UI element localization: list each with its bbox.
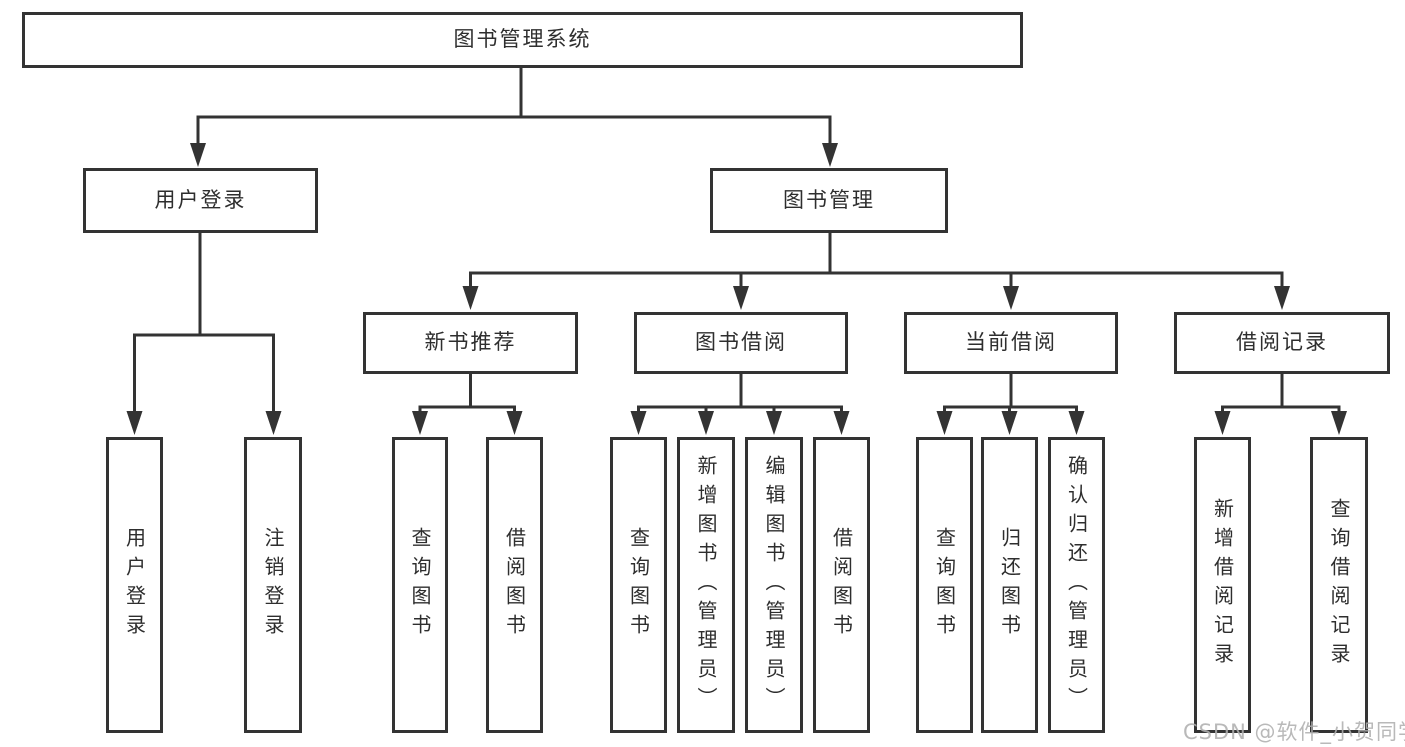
node-current-borrow: 当前借阅 — [904, 312, 1118, 374]
leaf-borrow-books: 借阅图书 — [813, 437, 870, 733]
leaf-logout: 注销登录 — [244, 437, 302, 733]
connector-book-management-fan — [462, 230, 1290, 310]
connector-book-borrow-fan — [630, 371, 850, 435]
leaf-user-login: 用户登录 — [106, 437, 163, 733]
leaf-query-books-current: 查询图书 — [916, 437, 973, 733]
connector-borrow-records-fan — [1214, 371, 1347, 435]
connector-root-to-level2 — [190, 66, 838, 167]
leaf-add-borrow-record: 新增借阅记录 — [1194, 437, 1251, 733]
node-user-login: 用户登录 — [83, 168, 318, 233]
leaf-confirm-return-admin: 确认归还（管理员） — [1048, 437, 1105, 733]
connector-user-login-fan — [126, 230, 282, 435]
leaf-query-borrow-record: 查询借阅记录 — [1310, 437, 1368, 733]
leaf-return-book: 归还图书 — [981, 437, 1038, 733]
csdn-watermark: CSDN @软件_小贺同学 — [1183, 720, 1405, 744]
node-book-management: 图书管理 — [710, 168, 948, 233]
node-new-book-recommend: 新书推荐 — [363, 312, 578, 374]
node-book-borrow: 图书借阅 — [634, 312, 848, 374]
leaf-borrow-books-recommend: 借阅图书 — [486, 437, 543, 733]
leaf-query-books-borrow: 查询图书 — [610, 437, 667, 733]
connector-current-borrow-fan — [936, 371, 1085, 435]
connector-new-book-recommend-fan — [412, 371, 523, 435]
leaf-edit-book-admin: 编辑图书（管理员） — [745, 437, 803, 733]
leaf-add-book-admin: 新增图书（管理员） — [677, 437, 735, 733]
node-library-management-system: 图书管理系统 — [22, 12, 1023, 68]
leaf-query-books-recommend: 查询图书 — [392, 437, 448, 733]
node-borrow-records: 借阅记录 — [1174, 312, 1390, 374]
